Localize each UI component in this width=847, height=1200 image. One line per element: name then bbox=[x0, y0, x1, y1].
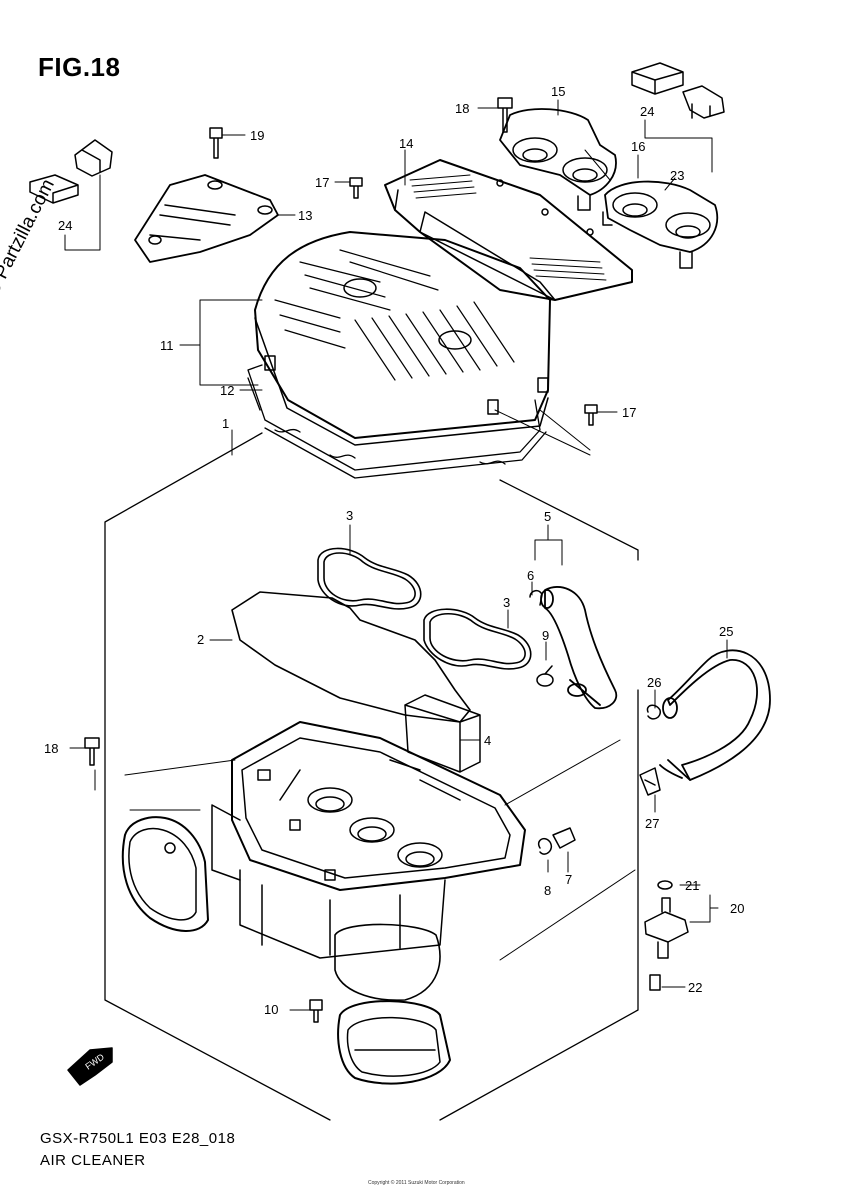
velocity-funnel-upper bbox=[499, 108, 617, 211]
drain-fitting-20 bbox=[644, 880, 689, 959]
footer-caption: AIR CLEANER bbox=[40, 1152, 146, 1169]
clip-27 bbox=[639, 767, 661, 796]
callout-3b: 3 bbox=[503, 595, 510, 610]
bolt-18-top bbox=[497, 97, 513, 133]
breather-hose bbox=[540, 586, 618, 710]
callout-2: 2 bbox=[197, 632, 204, 647]
callout-27: 27 bbox=[645, 816, 659, 831]
callout-19: 19 bbox=[250, 128, 264, 143]
callout-5: 5 bbox=[544, 509, 551, 524]
screw-17-right bbox=[584, 404, 598, 426]
callout-15: 15 bbox=[551, 84, 565, 99]
callout-labels: 1 2 3 3 4 5 6 7 8 9 10 11 12 13 14 15 16… bbox=[44, 84, 744, 1017]
screw-22 bbox=[649, 974, 661, 991]
callout-10: 10 bbox=[264, 1002, 278, 1017]
callout-14: 14 bbox=[399, 136, 413, 151]
cover-seal bbox=[247, 364, 547, 479]
callout-7: 7 bbox=[565, 872, 572, 887]
callout-17b: 17 bbox=[622, 405, 636, 420]
sponge-element bbox=[404, 694, 481, 773]
bolt-10 bbox=[309, 999, 323, 1023]
callout-1: 1 bbox=[222, 416, 229, 431]
air-cleaner-cover bbox=[254, 231, 551, 446]
callout-13: 13 bbox=[298, 208, 312, 223]
bolt-19 bbox=[209, 127, 223, 159]
sensor-right bbox=[631, 62, 725, 119]
callout-11: 11 bbox=[160, 338, 174, 353]
bolt-18-left bbox=[84, 737, 100, 766]
clamp-9 bbox=[536, 665, 554, 687]
funnel-seal-left bbox=[317, 547, 422, 610]
sensor-bracket bbox=[134, 174, 279, 263]
callout-21: 21 bbox=[685, 878, 699, 893]
fwd-arrow-icon: FWD bbox=[67, 1047, 113, 1086]
snorkel-duct bbox=[384, 159, 633, 301]
callout-22: 22 bbox=[688, 980, 702, 995]
callout-16: 16 bbox=[631, 139, 645, 154]
funnel-seal-right bbox=[423, 608, 532, 670]
callout-6: 6 bbox=[527, 568, 534, 583]
callout-24a: 24 bbox=[58, 218, 72, 233]
callout-26: 26 bbox=[647, 675, 661, 690]
assembly-boundary bbox=[104, 432, 639, 1121]
plug-7 bbox=[552, 827, 576, 849]
clamp-26 bbox=[646, 704, 661, 720]
drain-hose bbox=[659, 649, 771, 781]
callout-23: 23 bbox=[670, 168, 684, 183]
air-cleaner-case bbox=[211, 721, 526, 959]
bellmouth-lower bbox=[334, 923, 451, 1085]
clamp-8 bbox=[538, 837, 552, 855]
screw-17-top bbox=[349, 177, 363, 199]
clamp-6 bbox=[529, 589, 543, 606]
callout-4: 4 bbox=[484, 733, 491, 748]
callout-8: 8 bbox=[544, 883, 551, 898]
sensor-left bbox=[29, 139, 113, 204]
callout-9: 9 bbox=[542, 628, 549, 643]
callout-25: 25 bbox=[719, 624, 733, 639]
footer-fine-print: Copyright © 2011 Suzuki Motor Corporatio… bbox=[368, 1180, 465, 1186]
figure-title: FIG.18 bbox=[38, 52, 121, 82]
callout-12: 12 bbox=[220, 383, 234, 398]
footer-code: GSX-R750L1 E03 E28_018 bbox=[40, 1130, 236, 1147]
callout-24b: 24 bbox=[640, 104, 654, 119]
intake-duct-left bbox=[121, 816, 209, 932]
callout-3a: 3 bbox=[346, 508, 353, 523]
callout-18b: 18 bbox=[44, 741, 58, 756]
callout-20: 20 bbox=[730, 901, 744, 916]
outer-gasket bbox=[231, 591, 471, 723]
velocity-funnel-lower bbox=[602, 180, 719, 269]
leader-lines bbox=[64, 99, 728, 1011]
callout-17a: 17 bbox=[315, 175, 329, 190]
callout-18a: 18 bbox=[455, 101, 469, 116]
